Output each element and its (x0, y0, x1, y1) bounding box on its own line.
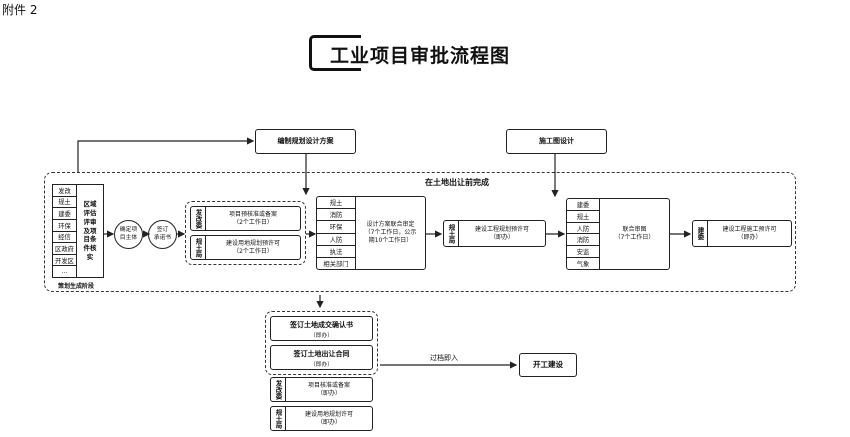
dept-item: 规土 (567, 211, 599, 223)
plan-design-box: 编制规划设计方案 (255, 129, 356, 154)
land-confirm-text: 签订土地成交确认书 (290, 321, 353, 329)
dept-item: 相关部门 (323, 260, 349, 268)
fgw-prelim-text: 项目预核准或备案 （2个工作日） (228, 210, 277, 226)
fgw-tag: 发改委 (191, 207, 206, 230)
dept-item: 建委 (53, 208, 76, 220)
page-title: 工业项目审批流程图 (330, 45, 511, 67)
dept-item: 规土 (317, 197, 355, 210)
joint-drawing-depts: 建委 规土 人防 消防 安监 气象 (567, 199, 600, 269)
joint-review-box: 规土 消防 环保 人防 执法 相关部门 设计方案联合审定 （7个工作日，公示 期… (316, 196, 426, 270)
planning-prelim-permit-box: 规土局 建设工程规划预许可 （即办） (443, 220, 546, 247)
stage-label: 策划生成阶段 (58, 283, 95, 290)
review-label: 区域 评估 评审 及项 目条 件核 实 (83, 200, 97, 261)
fgw-approval-tag: 发改委 (271, 378, 286, 401)
confirm-entity-circle: 确定项 目主体 (114, 220, 143, 249)
dept-item: … (61, 268, 68, 276)
gtj-permit-box: 规土局 建设用地规划许可 （即办） (270, 406, 373, 431)
land-contract-text: 签订土地出让合同 (293, 350, 350, 358)
dept-item: 安监 (567, 246, 599, 259)
region-label: 在土地出让前完成 (425, 178, 489, 187)
department-list: 发改 规土 建委 环保 经信 区政府 开发区 … (53, 185, 77, 277)
land-confirm-box: 签订土地成交确认书 （即办） (270, 316, 373, 341)
pre-transfer-region (44, 172, 796, 292)
land-confirm-sub: （即办） (309, 333, 334, 339)
gtj-permit-text: 建设用地规划许可 （即办） (304, 410, 353, 426)
title-frame (309, 35, 361, 71)
gtj-permit-tag: 规土局 (271, 407, 286, 430)
dept-item: 规土 (53, 197, 76, 209)
permit1-text: 建设工程规划预许可 （即办） (474, 225, 529, 241)
dept-item: 建委 (567, 199, 599, 211)
permit2-tag: 建委 (693, 221, 708, 246)
construction-drawing-box: 施工图设计 (506, 129, 607, 154)
joint-review-text: 设计方案联合审定 （7个工作日，公示 期10个工作日） (364, 221, 417, 244)
bottom-group-dashed (265, 311, 378, 375)
land-contract-box: 签订土地出让合同 （即办） (270, 345, 373, 370)
dept-item: 消防 (567, 234, 599, 247)
dept-item: 经信 (53, 232, 76, 244)
dept-item: 人防 (317, 234, 355, 246)
permit2-text: 建设工程施工预许可 （即办） (722, 225, 777, 241)
fgw-approval-text: 项目核准或备案 （即办） (307, 381, 350, 397)
dept-item: 环保 (317, 221, 355, 234)
attachment-label: 附件 2 (2, 3, 38, 17)
sign-commitment-circle: 签订 承诺书 (148, 220, 177, 249)
transition-label: 过档即入 (430, 354, 458, 362)
joint-drawing-box: 建委 规土 人防 消防 安监 气象 联合审图 （7个工作日） (566, 198, 670, 270)
dept-item: 消防 (317, 209, 355, 222)
dept-item: 环保 (53, 220, 76, 232)
arrow-to-plan-box (77, 137, 255, 172)
dept-item: 发改 (53, 185, 76, 197)
land-contract-sub: （即办） (309, 362, 334, 368)
planning-stage-block: 发改 规土 建委 环保 经信 区政府 开发区 … 区域 评估 评审 及项 目条 … (52, 184, 104, 278)
joint-review-depts: 规土 消防 环保 人防 执法 相关部门 (317, 197, 356, 269)
dept-item: 区政府 (53, 243, 76, 255)
dept-item: 开发区 (53, 255, 76, 267)
dept-item: 气象 (576, 261, 590, 269)
fgw-prelim-box: 发改委 项目预核准或备案 （2个工作日） (190, 206, 301, 231)
gtj-prelim-text: 建设用地规划预许可 （2个工作日） (225, 239, 280, 255)
dept-item: 人防 (567, 223, 599, 235)
group1-dashed (185, 201, 306, 265)
construction-prelim-permit-box: 建委 建设工程施工预许可 （即办） (692, 220, 792, 247)
gtj-prelim-box: 规土局 建设用地规划预许可 （2个工作日） (190, 235, 301, 260)
start-construction-box: 开工建设 (519, 353, 577, 377)
joint-drawing-text: 联合审图 （7个工作日） (614, 226, 655, 241)
gtj-tag: 规土局 (191, 236, 206, 259)
permit1-tag: 规土局 (444, 221, 459, 246)
dept-item: 执法 (317, 246, 355, 258)
fgw-approval-box: 发改委 项目核准或备案 （即办） (270, 377, 373, 402)
